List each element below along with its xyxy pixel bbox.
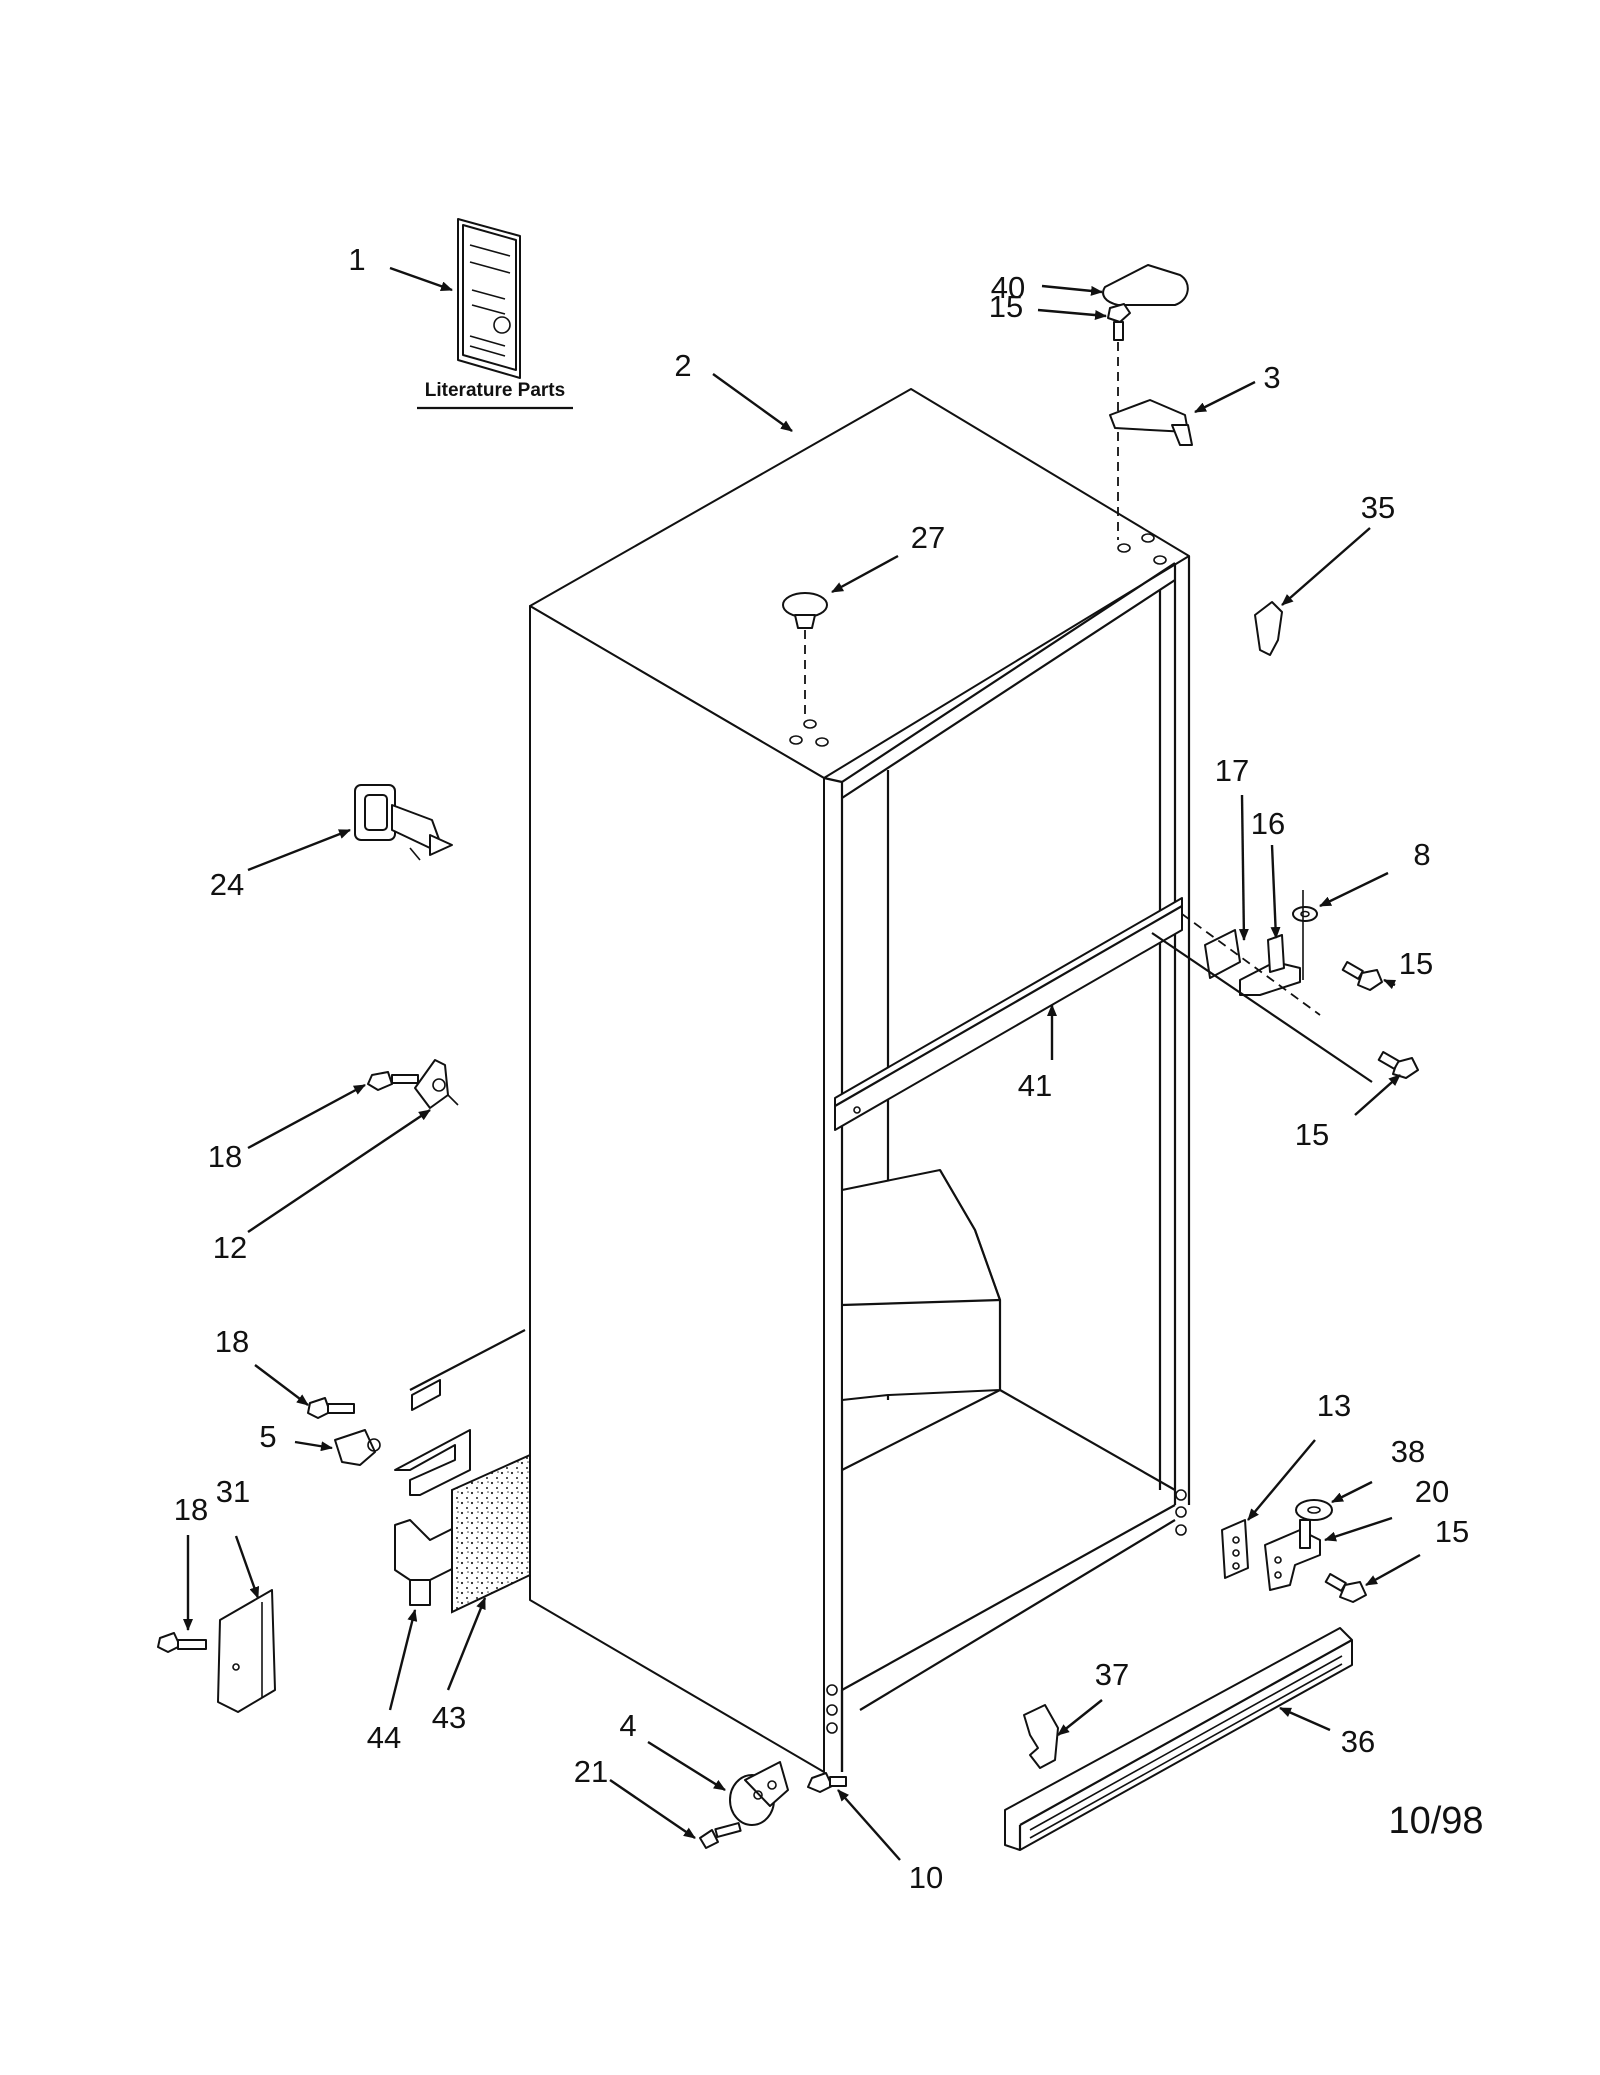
hinge-cover-lower-left xyxy=(157,1589,276,1713)
roller-screw xyxy=(699,1822,742,1849)
callout-15-middle: 15 xyxy=(1399,946,1433,981)
callout-17: 17 xyxy=(1215,753,1249,788)
callout-12: 12 xyxy=(213,1230,247,1265)
grille-clip xyxy=(1023,1704,1059,1769)
callout-10: 10 xyxy=(909,1860,943,1895)
literature-caption: Literature Parts xyxy=(425,380,565,401)
callout-15-bottom: 15 xyxy=(1435,1514,1469,1549)
plug xyxy=(782,592,828,720)
callout-13: 13 xyxy=(1317,1388,1351,1423)
callout-27: 27 xyxy=(911,520,945,555)
insulation-pad xyxy=(451,1453,531,1614)
callout-21: 21 xyxy=(574,1754,608,1789)
leader-lines xyxy=(183,266,1421,1861)
callout-41: 41 xyxy=(1018,1068,1052,1103)
callout-36: 36 xyxy=(1341,1724,1375,1759)
callout-16: 16 xyxy=(1251,806,1285,841)
bottom-washer xyxy=(1295,1499,1333,1521)
hinge-cover xyxy=(1254,601,1283,656)
screw-middle xyxy=(1341,961,1383,991)
cabinet xyxy=(529,388,1191,1773)
callout-8: 8 xyxy=(1413,837,1430,872)
callout-24: 24 xyxy=(210,867,244,902)
toe-grille xyxy=(1004,1627,1353,1851)
callout-1: 1 xyxy=(348,242,365,277)
door-stop xyxy=(354,784,453,861)
callout-18-upper: 18 xyxy=(208,1139,242,1174)
screw-top xyxy=(1107,303,1131,540)
callout-44: 44 xyxy=(367,1720,401,1755)
leveling-screw xyxy=(807,1772,847,1793)
callout-3: 3 xyxy=(1263,360,1280,395)
washer xyxy=(1292,890,1318,980)
callout-2: 2 xyxy=(674,348,691,383)
callout-37: 37 xyxy=(1095,1657,1129,1692)
lower-right-bracket xyxy=(1221,1519,1249,1579)
top-hinge xyxy=(1109,399,1193,446)
center-hinge xyxy=(1151,913,1373,1083)
cover-part xyxy=(1102,264,1189,306)
callout-31: 31 xyxy=(216,1474,250,1509)
callout-20: 20 xyxy=(1415,1474,1449,1509)
screw-bottom-right xyxy=(1324,1573,1367,1603)
callout-5: 5 xyxy=(259,1419,276,1454)
roller-bracket xyxy=(729,1761,789,1826)
callout-4: 4 xyxy=(619,1708,636,1743)
callout-38: 38 xyxy=(1391,1434,1425,1469)
bottom-hinge xyxy=(1264,1519,1321,1591)
callout-15-lower: 15 xyxy=(1295,1117,1329,1152)
divider-rail xyxy=(834,897,1183,1131)
callout-43: 43 xyxy=(432,1700,466,1735)
callout-labels: 1 2 40 15 3 35 27 24 17 16 8 15 41 15 18… xyxy=(174,242,1469,1895)
callout-15-top: 15 xyxy=(989,289,1023,324)
screw-middle-lower xyxy=(1377,1051,1419,1079)
door-stop-bracket xyxy=(367,1059,459,1109)
callout-18-lower: 18 xyxy=(174,1492,208,1527)
callout-18-middle: 18 xyxy=(215,1324,249,1359)
callout-35: 35 xyxy=(1361,490,1395,525)
literature-booklet: Literature Parts xyxy=(417,218,573,410)
date-code: 10/98 xyxy=(1388,1800,1483,1842)
callout-40: 40 xyxy=(991,270,1025,305)
